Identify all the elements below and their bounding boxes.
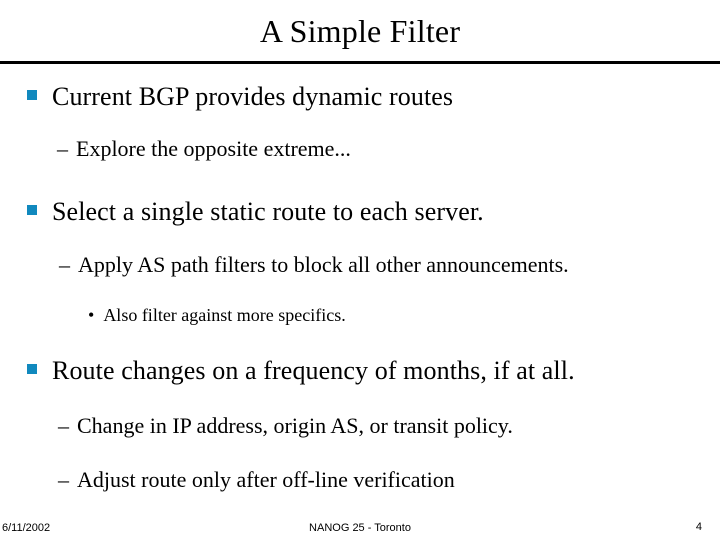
title-divider (0, 61, 720, 64)
bullet-level1-item: Select a single static route to each ser… (27, 197, 484, 227)
en-dash-bullet-icon: – (58, 467, 69, 492)
bullet-text: Apply AS path filters to block all other… (78, 252, 569, 277)
bullet-level1-item: Route changes on a frequency of months, … (27, 356, 575, 386)
bullet-text: Adjust route only after off-line verific… (77, 467, 455, 492)
bullet-text: Select a single static route to each ser… (52, 197, 484, 226)
bullet-level2-item: –Explore the opposite extreme... (57, 136, 351, 162)
bullet-text: Route changes on a frequency of months, … (52, 356, 575, 385)
bullet-text: Also filter against more specifics. (103, 305, 346, 325)
round-bullet-icon: • (88, 305, 95, 325)
slide-footer: 6/11/2002 NANOG 25 - Toronto 4 (0, 518, 720, 540)
square-bullet-icon (27, 364, 37, 374)
slide-body: Current BGP provides dynamic routes –Exp… (0, 72, 720, 508)
page-title: A Simple Filter (259, 13, 461, 49)
bullet-level2-item: –Adjust route only after off-line verifi… (58, 467, 455, 493)
bullet-level2-item: –Apply AS path filters to block all othe… (59, 252, 569, 278)
bullet-text: Current BGP provides dynamic routes (52, 82, 454, 111)
en-dash-bullet-icon: – (59, 252, 70, 277)
bullet-level1-item: Current BGP provides dynamic routes (27, 82, 453, 112)
en-dash-bullet-icon: – (58, 413, 69, 438)
bullet-level3-item: • Also filter against more specifics. (88, 304, 346, 326)
footer-date: 6/11/2002 (2, 522, 51, 534)
bullet-text: Explore the opposite extreme... (76, 136, 351, 161)
bullet-level2-item: –Change in IP address, origin AS, or tra… (58, 413, 513, 439)
en-dash-bullet-icon: – (57, 136, 68, 161)
square-bullet-icon (27, 90, 37, 100)
square-bullet-icon (27, 205, 37, 215)
footer-page-number: 4 (695, 521, 702, 533)
bullet-text: Change in IP address, origin AS, or tran… (77, 413, 513, 438)
footer-event-name: NANOG 25 - Toronto (309, 522, 411, 534)
